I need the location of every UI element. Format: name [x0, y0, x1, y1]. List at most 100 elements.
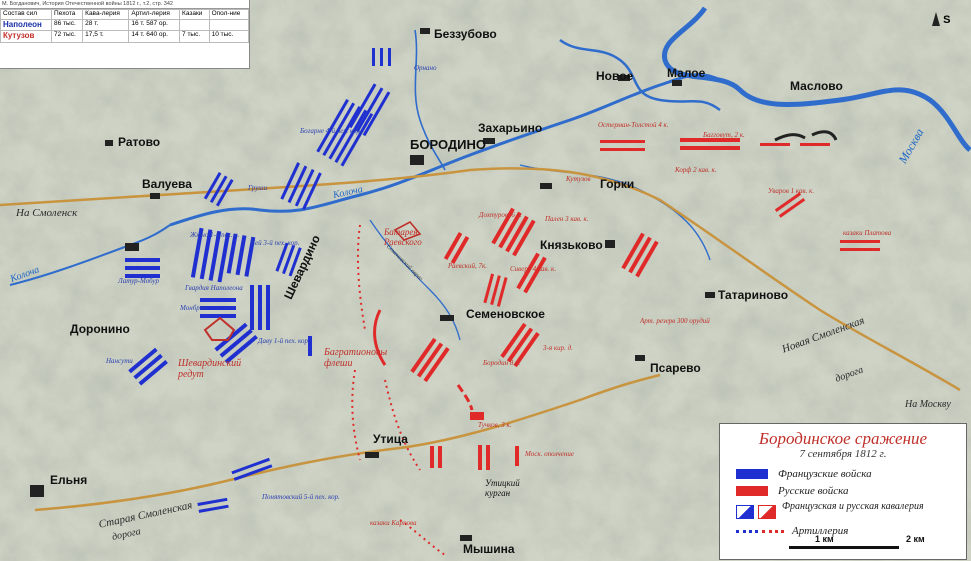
village-maslovo: Маслово — [790, 79, 843, 93]
table-cell: 17,5 т. — [82, 30, 130, 43]
legend-title: Бородинское сражение — [758, 429, 928, 448]
compass-icon: S — [932, 12, 950, 26]
village-elnya: Ельня — [50, 473, 88, 487]
shevardino-redoubt: Шевардинский редут — [178, 358, 242, 380]
legend-cavalry: Французская и русская кавалерия — [782, 501, 924, 512]
village-zakharino: Захарьино — [478, 121, 543, 135]
shevardino-redoubt-shape — [203, 316, 236, 341]
ru-kutuzov: Кутузов — [566, 175, 591, 183]
village-psarevo: Псарево — [650, 361, 701, 375]
ru-militia: Моск. ополчение — [525, 450, 574, 458]
forces-grid: Состав сил Пехота Кава-лерия Артил-лерия… — [0, 9, 250, 43]
ru-borodin: Бородин 8 к. — [483, 359, 521, 367]
legend-russian: Русские войска — [778, 485, 849, 497]
table-cell: 72 тыс. — [51, 30, 84, 43]
table-cell: 7 тыс. — [179, 30, 210, 43]
forces-table: М. Богданович, История Отечественной вой… — [0, 0, 250, 69]
side-kutuzov: Кутузов — [0, 30, 53, 43]
ru-artillery-reserve: Арт. резерв 300 орудий — [640, 317, 710, 325]
table-cell: 10 тыс. — [208, 30, 250, 43]
table-cell: 16 т. 587 ор. — [128, 18, 181, 32]
raevsky-battery-shape — [393, 220, 422, 241]
table-cell — [208, 18, 250, 32]
kolocha-river — [169, 73, 721, 227]
fr-grouchy: Груши — [248, 184, 268, 192]
new-smolensk-road — [0, 167, 961, 392]
village-markers — [30, 28, 715, 541]
ru-baggovut: Багговут, 2 к. — [703, 131, 745, 139]
scale-2km: 2 км — [906, 534, 925, 544]
ru-karpov: казаки Карпова — [370, 519, 417, 527]
ru-dokhturov: Дохтуров, 6 к. — [479, 211, 522, 219]
fr-montbrun: Монбрен — [180, 304, 207, 312]
side-napoleon: Наполеон — [0, 18, 53, 32]
scale-1km: 1 км — [815, 534, 834, 544]
ru-uvarov: Уваров 1 кав. к. — [768, 187, 815, 195]
ru-tuchkov: Тучков, 3 к. — [478, 421, 512, 429]
village-valueva: Валуева — [142, 177, 192, 191]
legend-artillery: Артиллерия — [792, 525, 849, 537]
ru-platov: казаки Платова — [843, 229, 892, 237]
legend-russian-swatch — [736, 486, 768, 496]
compass-label: S — [943, 14, 951, 26]
forces-header: Кава-лерия — [82, 9, 130, 20]
fr-poniatowski: Понятовский 5-й пех. кор. — [262, 493, 340, 501]
legend-french-artillery-swatch — [736, 530, 758, 533]
table-cell: 86 тыс. — [51, 18, 84, 32]
table-cell — [179, 18, 210, 32]
table-row: Кутузов 72 тыс. 17,5 т. 14 т. 640 ор. 7 … — [0, 30, 250, 43]
village-tatarinovo: Татариново — [718, 288, 789, 302]
utitsa-kurgan: Утицкий курган — [485, 478, 520, 498]
forces-source: М. Богданович, История Отечественной вой… — [0, 0, 249, 9]
village-ratovo: Ратово — [118, 135, 161, 149]
bagration-fleches: Багратионовы флеши — [324, 347, 388, 369]
ru-sivers: Сиверс 4 кав. к. — [510, 265, 557, 273]
village-knyazkovo: Князьково — [540, 238, 603, 252]
ru-raevsky-corps: Раевский, 7к. — [448, 262, 487, 270]
ru-palen: Пален 3 кав. к. — [545, 215, 589, 223]
forces-header: Состав сил — [0, 9, 53, 20]
village-bezzubovo: Беззубово — [434, 27, 497, 41]
legend-french: Французские войска — [778, 468, 872, 480]
forces-header: Казаки — [179, 9, 210, 20]
fr-guard: Гвардия Наполеона — [185, 284, 243, 292]
russian-troops — [351, 130, 880, 556]
village-doronino: Доронино — [70, 322, 130, 336]
legend-french-cavalry-swatch — [736, 505, 754, 519]
road-to-moscow: На Москву — [905, 399, 951, 410]
legend-date: 7 сентября 1812 г. — [799, 448, 887, 460]
table-cell: 14 т. 640 ор. — [128, 30, 181, 43]
fr-ornano: Орнано — [414, 64, 437, 72]
forces-header: Артил-лерия — [128, 9, 181, 20]
legend-russian-cavalry-swatch — [758, 505, 776, 519]
fr-nansouty: Нансути — [106, 357, 133, 365]
table-row: Наполеон 86 тыс. 28 т. 16 т. 587 ор. — [0, 18, 250, 32]
fr-latour: Латур-Мобур — [118, 277, 160, 285]
ru-osterman: Остерман-Толстой 4 к. — [598, 121, 669, 129]
ru-3-cuir: 3-я кир. д. — [543, 344, 573, 352]
scale-bar — [789, 546, 899, 549]
village-novoe: Новое — [596, 69, 634, 83]
fr-junot: Жюно 1-й пех. к. — [190, 231, 240, 239]
forces-header: Опол-ние — [208, 9, 250, 20]
village-maloe: Малое — [667, 66, 706, 80]
forces-header: Пехота — [51, 9, 84, 20]
fr-ney: Ней 3-й пех. кор. — [250, 239, 300, 247]
village-semenovskoe: Семеновское — [466, 307, 545, 321]
ru-korf: Корф 2 кав. к. — [675, 166, 717, 174]
fr-beauharnais: Богарне 4-й пех. кор. — [300, 127, 362, 135]
village-utitsa: Утица — [373, 432, 408, 446]
legend-french-swatch — [736, 469, 768, 479]
old-smolensk-road — [34, 373, 661, 512]
fr-davout: Даву 1-й пех. кор. — [258, 337, 310, 345]
legend-russian-artillery-swatch — [762, 530, 784, 533]
village-gorki: Горки — [600, 177, 635, 191]
village-myshina: Мышина — [463, 542, 515, 556]
legend: Бородинское сражение 7 сентября 1812 г. … — [719, 423, 967, 560]
moskva-river — [662, 6, 971, 152]
table-cell: 28 т. — [82, 18, 130, 32]
road-to-smolensk: На Смоленск — [16, 207, 78, 219]
raevsky-battery: Батарея Раевского — [384, 227, 422, 247]
french-troops — [125, 48, 391, 513]
